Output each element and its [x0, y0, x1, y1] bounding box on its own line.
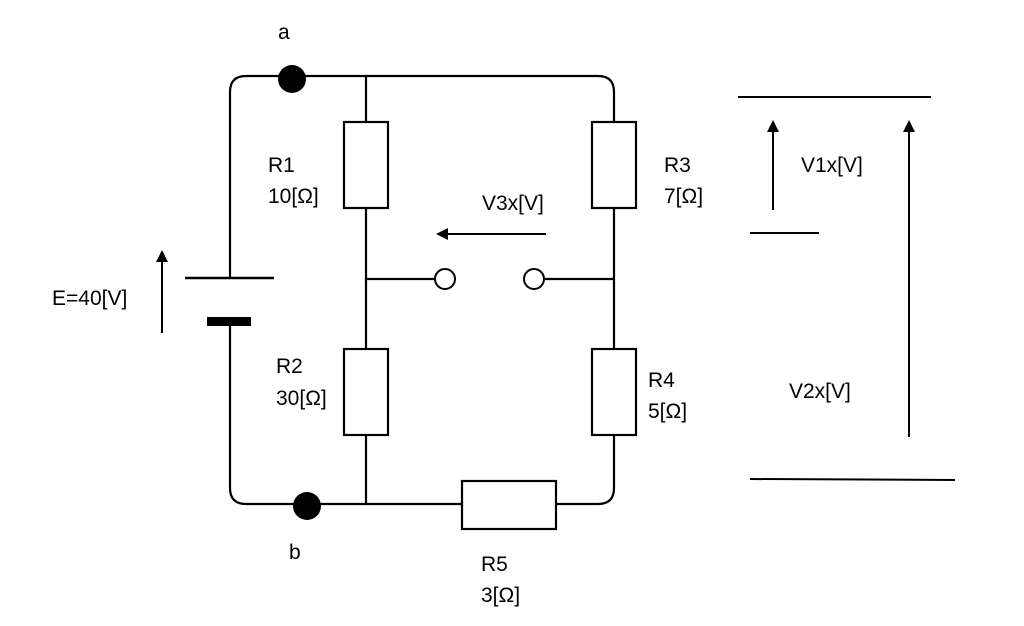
- r1-name: R1: [268, 154, 295, 177]
- r4-value: 5[Ω]: [648, 400, 687, 423]
- r5-value: 3[Ω]: [481, 584, 520, 607]
- battery-short-plate: [207, 317, 251, 326]
- v2-label: V2x[V]: [789, 380, 851, 403]
- node-b-dot: [293, 492, 321, 520]
- r5-name: R5: [481, 553, 508, 576]
- r1-value: 10[Ω]: [268, 185, 319, 208]
- v1-label: V1x[V]: [801, 154, 863, 177]
- r3-value: 7[Ω]: [664, 185, 703, 208]
- right-bottom-wire: [554, 434, 616, 506]
- v3-label: V3x[V]: [482, 192, 544, 215]
- resistor-r5: [460, 479, 558, 531]
- node-a-dot: [278, 65, 306, 93]
- top-wire: [228, 74, 616, 280]
- open-terminal-right: [523, 268, 545, 290]
- resistor-r4: [590, 347, 638, 437]
- node-b-label: b: [289, 541, 301, 564]
- r4-name: R4: [648, 369, 675, 392]
- resistor-r2: [342, 347, 390, 437]
- r3-name: R3: [664, 154, 691, 177]
- r2-value: 30[Ω]: [276, 387, 327, 410]
- open-terminal-left: [434, 268, 456, 290]
- source-label: E=40[V]: [52, 287, 127, 310]
- r2-name: R2: [276, 355, 303, 378]
- node-a-label: a: [278, 21, 290, 44]
- resistor-r3: [590, 120, 638, 210]
- resistor-r1: [342, 120, 390, 210]
- left-bottom-wire: [228, 318, 464, 506]
- v2-ref-bottom-line: [749, 478, 956, 481]
